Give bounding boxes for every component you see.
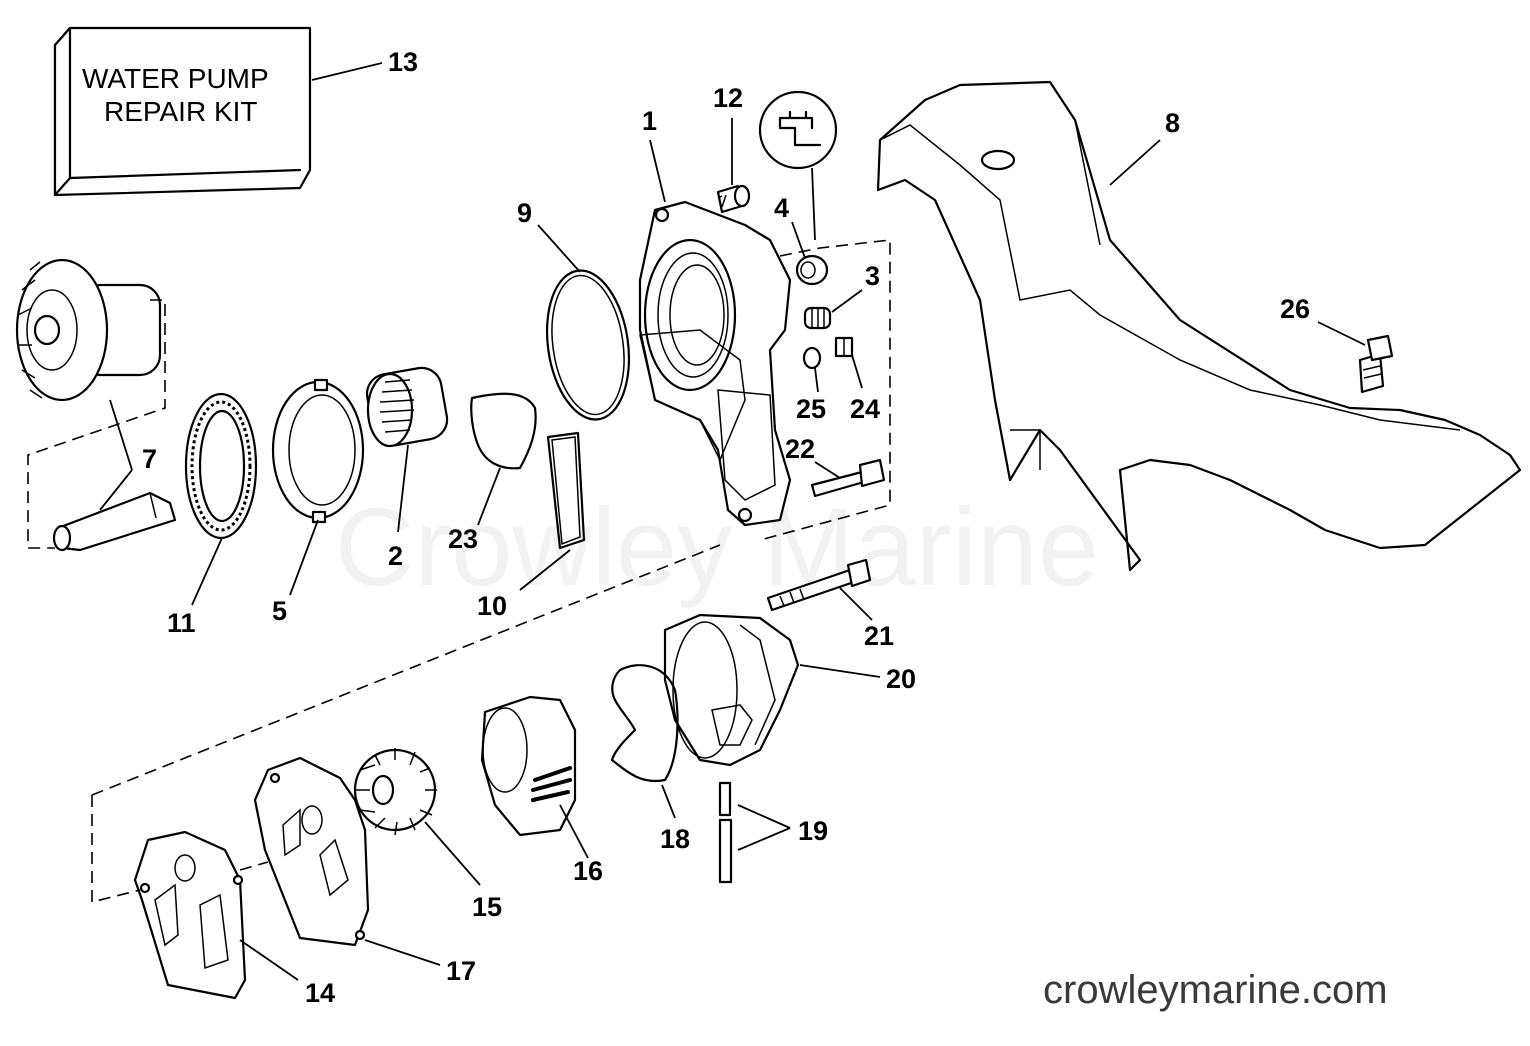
part-23-gasket[interactable] <box>470 392 537 470</box>
callout-22: 22 <box>785 434 815 464</box>
callout-7: 7 <box>142 444 157 474</box>
part-24-screw[interactable] <box>834 336 854 358</box>
callout-18: 18 <box>660 824 690 854</box>
callout-2: 2 <box>388 541 403 571</box>
kit-label-line1: WATER PUMP <box>82 63 269 94</box>
callout-14: 14 <box>305 978 335 1008</box>
part-13-repair-kit-box[interactable]: WATER PUMP REPAIR KIT <box>53 26 312 197</box>
part-2-needle-bearing[interactable] <box>364 365 450 449</box>
callout-25: 25 <box>796 394 826 424</box>
part-25-washer[interactable] <box>802 346 822 370</box>
callout-9: 9 <box>517 198 532 228</box>
part-9-o-ring[interactable] <box>538 265 638 425</box>
part-14-gasket-plate[interactable] <box>133 830 247 1000</box>
callout-26: 26 <box>1280 294 1310 324</box>
part-4-seal[interactable] <box>795 254 829 286</box>
callout-15: 15 <box>472 892 502 922</box>
part-11-thrust-bearing[interactable] <box>184 392 258 540</box>
part-1-pump-base[interactable] <box>638 200 792 527</box>
part-7-drive-gear[interactable] <box>15 258 162 402</box>
callout-3: 3 <box>865 261 880 291</box>
part-18-gasket[interactable] <box>610 664 679 783</box>
callout-16: 16 <box>573 856 603 886</box>
part-20-pump-housing[interactable] <box>663 613 800 767</box>
callout-10: 10 <box>477 591 507 621</box>
part-5-thrust-washer[interactable] <box>271 378 365 524</box>
callout-5: 5 <box>272 596 287 626</box>
callout-8: 8 <box>1165 108 1180 138</box>
grease-symbol <box>758 90 838 170</box>
part-26-screw[interactable] <box>1358 334 1394 394</box>
callout-23: 23 <box>448 524 478 554</box>
callout-4: 4 <box>774 193 789 223</box>
part-19-pins[interactable] <box>718 781 733 884</box>
part-17-wear-plate[interactable] <box>253 756 370 947</box>
part-10-rectangular-seal[interactable] <box>546 431 586 550</box>
part-7-drive-shaft[interactable] <box>52 491 177 552</box>
part-12-screw[interactable] <box>716 184 751 214</box>
callout-20: 20 <box>886 664 916 694</box>
callout-19: 19 <box>798 816 828 846</box>
site-url: crowleymarine.com <box>1043 968 1388 1012</box>
part-8-cover[interactable] <box>876 80 1522 572</box>
part-3-spring[interactable] <box>803 306 832 330</box>
callout-17: 17 <box>446 956 476 986</box>
callout-21: 21 <box>864 621 894 651</box>
watermark-text: Crowley Marine <box>335 486 1099 609</box>
callout-11: 11 <box>167 608 196 638</box>
part-15-impeller[interactable] <box>353 748 437 836</box>
part-22-bolt[interactable] <box>810 458 886 498</box>
callout-24: 24 <box>850 394 880 424</box>
callout-1: 1 <box>642 106 657 136</box>
callout-13: 13 <box>388 47 418 77</box>
part-21-long-bolt[interactable] <box>766 558 872 612</box>
kit-label-line2: REPAIR KIT <box>104 96 258 127</box>
callout-12: 12 <box>713 83 743 113</box>
part-16-liner[interactable] <box>480 695 577 837</box>
